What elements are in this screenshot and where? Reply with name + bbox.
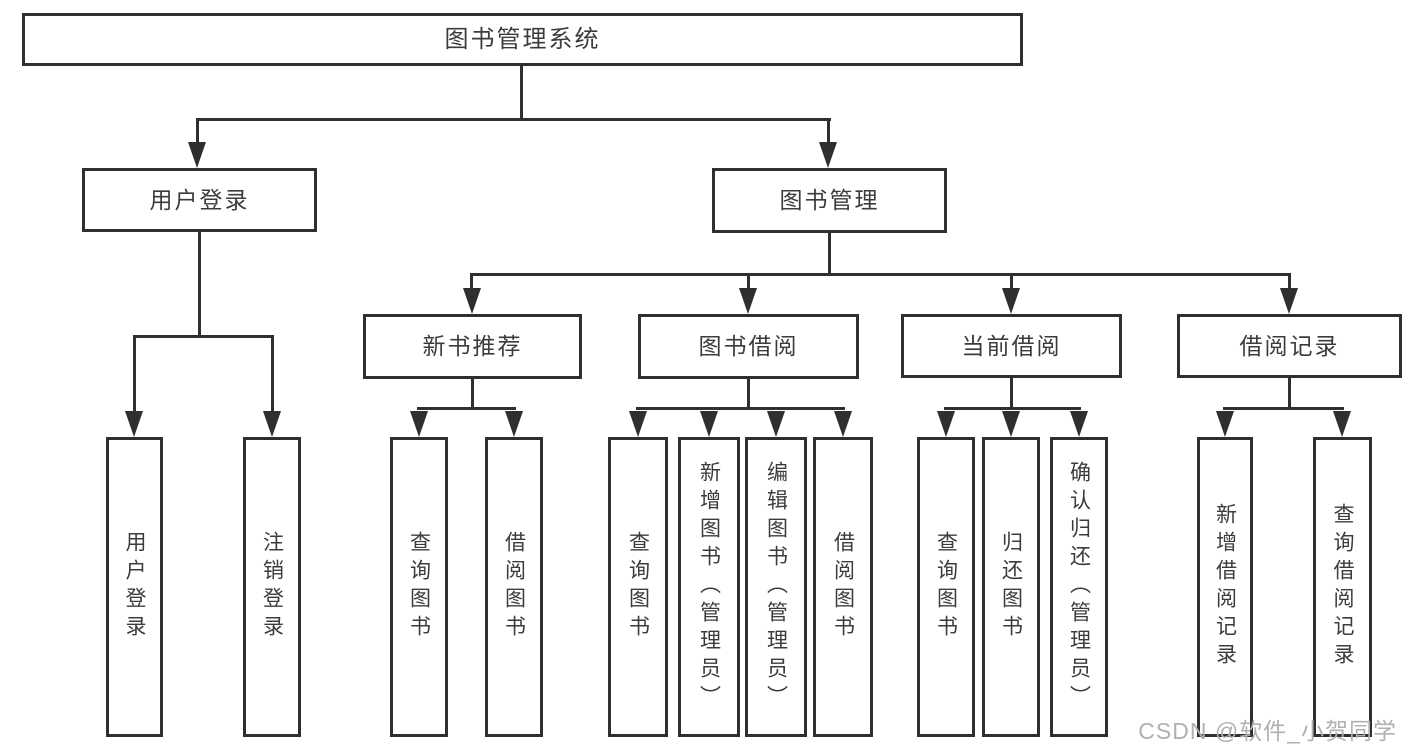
csdn-watermark: CSDN @软件_小贺同学 xyxy=(1138,718,1397,744)
leaf-borrow-books: 借阅图书 xyxy=(813,437,873,737)
node-book-management: 图书管理 xyxy=(712,168,947,233)
node-current-borrowing: 当前借阅 xyxy=(901,314,1122,378)
connector-stub-borrowing-records xyxy=(1288,273,1291,290)
node-label: 查询图书 xyxy=(934,531,958,643)
leaf-query-books-recommend: 查询图书 xyxy=(390,437,448,737)
leaf-borrow-books-recommend: 借阅图书 xyxy=(485,437,543,737)
node-label: 用户登录 xyxy=(123,531,146,643)
node-label: 借阅图书 xyxy=(502,531,526,643)
connector-stub-leaf-user-login xyxy=(133,335,136,413)
connector-new-book-drop xyxy=(471,379,474,410)
leaf-add-book-admin: 新增图书（管理员） xyxy=(678,437,740,737)
node-label: 查询图书 xyxy=(407,531,431,643)
connector-stub-new-book xyxy=(470,273,473,290)
arrowhead-return-book xyxy=(1002,411,1020,437)
connector-book-borrowing-rail xyxy=(636,407,845,410)
node-label: 图书管理 xyxy=(779,187,880,213)
node-new-book-recommendation: 新书推荐 xyxy=(363,314,582,379)
arrowhead-leaf-user-login xyxy=(125,411,143,437)
arrowhead-leaf-logout xyxy=(263,411,281,437)
arrowhead-query-books-borrow xyxy=(629,411,647,437)
connector-level2-rail xyxy=(196,118,831,121)
node-root: 图书管理系统 xyxy=(22,13,1023,66)
node-borrowing-records: 借阅记录 xyxy=(1177,314,1402,378)
node-label: 查询借阅记录 xyxy=(1331,503,1354,671)
connector-new-book-rail xyxy=(417,407,516,410)
connector-stub-leaf-logout xyxy=(271,335,274,413)
node-label: 借阅图书 xyxy=(831,531,855,643)
connector-stub-current-borrowing xyxy=(1010,273,1013,290)
leaf-query-books-borrow: 查询图书 xyxy=(608,437,668,737)
node-label: 图书借阅 xyxy=(698,333,799,359)
connector-borrowing-records-drop xyxy=(1288,378,1291,410)
connector-level3-rail xyxy=(470,273,1291,276)
node-label: 注销登录 xyxy=(260,531,284,643)
leaf-query-books-current: 查询图书 xyxy=(917,437,975,737)
leaf-user-login: 用户登录 xyxy=(106,437,163,737)
leaf-confirm-return-admin: 确认归还（管理员） xyxy=(1050,437,1108,737)
arrowhead-user-login xyxy=(188,142,206,168)
arrowhead-add-book-admin xyxy=(700,411,718,437)
connector-stub-user-login xyxy=(196,118,199,144)
arrowhead-query-borrow-record xyxy=(1333,411,1351,437)
connector-user-login-drop xyxy=(198,232,201,338)
arrowhead-current-borrowing xyxy=(1002,288,1020,314)
arrowhead-book-borrowing xyxy=(739,288,757,314)
leaf-query-borrow-record: 查询借阅记录 xyxy=(1313,437,1372,737)
arrowhead-query-books-current xyxy=(937,411,955,437)
node-label: 查询图书 xyxy=(626,531,650,643)
node-label: 当前借阅 xyxy=(961,332,1062,359)
node-user-login: 用户登录 xyxy=(82,168,317,232)
node-label: 归还图书 xyxy=(999,531,1023,643)
connector-stub-book-borrowing xyxy=(747,273,750,290)
arrowhead-borrow-books xyxy=(834,411,852,437)
node-label: 新增图书（管理员） xyxy=(697,461,721,713)
connector-current-borrowing-drop xyxy=(1010,378,1013,410)
connector-current-borrowing-rail xyxy=(944,407,1081,410)
leaf-logout: 注销登录 xyxy=(243,437,301,737)
arrowhead-add-borrow-record xyxy=(1216,411,1234,437)
node-label: 新书推荐 xyxy=(422,333,523,359)
connector-book-borrowing-drop xyxy=(747,379,750,410)
connector-stub-book-management xyxy=(827,118,830,144)
node-label: 用户登录 xyxy=(149,186,250,213)
arrowhead-borrow-books-recommend xyxy=(505,411,523,437)
node-label: 借阅记录 xyxy=(1239,332,1340,359)
node-label: 图书管理系统 xyxy=(444,25,601,53)
leaf-return-book: 归还图书 xyxy=(982,437,1040,737)
node-label: 新增借阅记录 xyxy=(1213,503,1237,671)
leaf-edit-book-admin: 编辑图书（管理员） xyxy=(745,437,807,737)
arrowhead-edit-book-admin xyxy=(767,411,785,437)
connector-user-login-rail xyxy=(133,335,274,338)
arrowhead-book-management xyxy=(819,142,837,168)
connector-book-management-drop xyxy=(828,233,831,276)
node-book-borrowing: 图书借阅 xyxy=(638,314,859,379)
connector-root-drop xyxy=(520,63,523,121)
leaf-add-borrow-record: 新增借阅记录 xyxy=(1197,437,1253,737)
node-label: 编辑图书（管理员） xyxy=(764,461,788,713)
node-label: 确认归还（管理员） xyxy=(1067,461,1091,713)
arrowhead-new-book xyxy=(463,288,481,314)
arrowhead-confirm-return-admin xyxy=(1070,411,1088,437)
connector-borrowing-records-rail xyxy=(1223,407,1344,410)
arrowhead-borrowing-records xyxy=(1280,288,1298,314)
arrowhead-query-books-recommend xyxy=(410,411,428,437)
